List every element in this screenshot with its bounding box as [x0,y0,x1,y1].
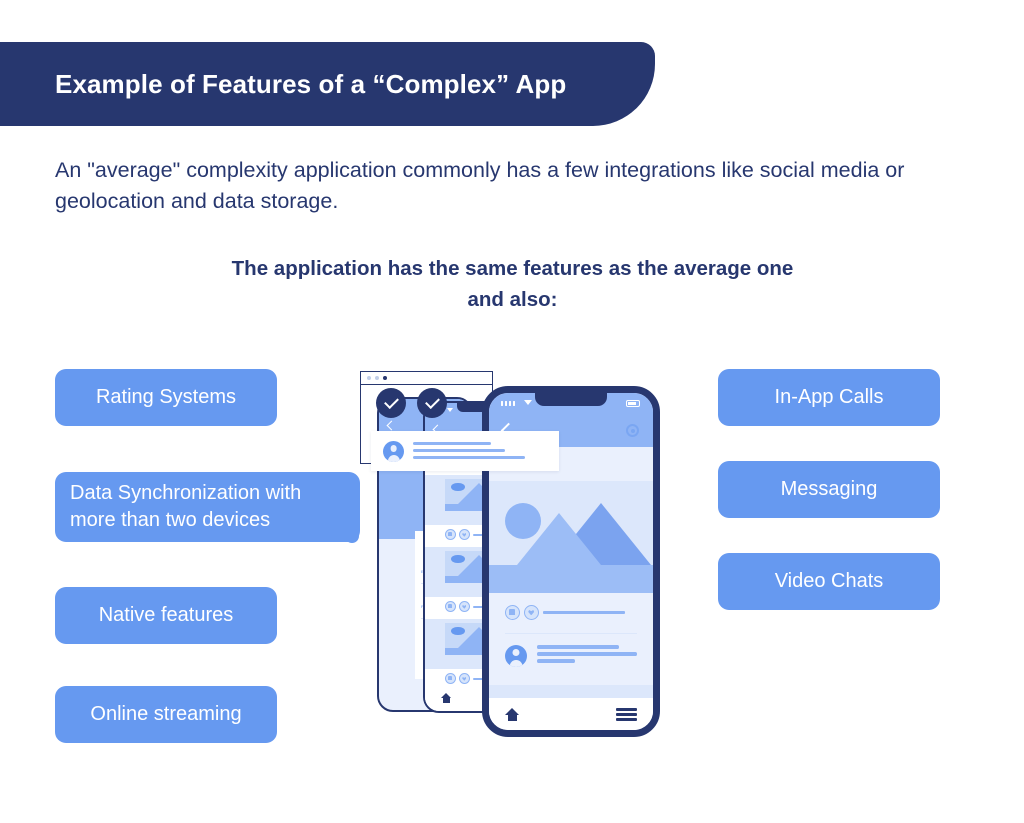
wifi-icon [524,400,532,405]
decorative-side-tab [345,478,359,543]
signal-icon [501,401,516,406]
window-dot-icon [375,376,379,380]
feature-pill-label: Online streaming [90,703,242,725]
post-text-lines [537,645,637,667]
wifi-icon [447,407,453,412]
feature-pill-online-streaming[interactable]: Online streaming [55,686,277,743]
check-icon [383,394,399,410]
phone-notch [457,403,501,412]
heart-icon[interactable] [524,605,539,620]
subtitle-line-2: and also: [467,288,558,311]
ground-shape [445,503,497,511]
subtitle-line-1: The application has the same features as… [231,257,794,280]
feature-pill-native-features[interactable]: Native features [55,587,277,644]
checkmark-badge [417,388,447,418]
window-dot-icon [367,376,371,380]
feature-pill-rating-systems[interactable]: Rating Systems [55,369,277,426]
feature-pill-messaging[interactable]: Messaging [718,461,940,518]
feature-pill-label: In-App Calls [774,386,884,408]
header-banner: Example of Features of a “Complex” App [0,42,655,126]
phone-mockup-illustration: EMAIL PASSWORD [345,365,675,745]
home-icon[interactable] [505,707,520,721]
heart-icon[interactable] [459,529,470,540]
heart-icon[interactable] [459,601,470,612]
back-chevron-icon[interactable] [386,420,397,431]
thumbs-up-icon[interactable] [445,529,456,540]
phone-notch [535,393,607,406]
feature-pill-label: Video Chats [774,570,884,592]
hero-image-placeholder [489,481,653,593]
feature-pill-label: Native features [98,604,234,626]
reaction-row[interactable] [505,605,625,620]
thumbs-up-icon[interactable] [445,673,456,684]
feature-pill-data-synchronization[interactable]: Data Synchronization with more than two … [55,472,360,542]
battery-icon [626,400,640,407]
feature-pill-in-app-calls[interactable]: In-App Calls [718,369,940,426]
profile-text-lines [413,442,525,462]
thumbs-up-icon[interactable] [445,601,456,612]
front-phone-status-bar [489,393,653,415]
ground-shape [489,565,653,593]
front-phone-tab-bar [489,698,653,730]
avatar [383,441,404,462]
settings-gear-icon[interactable] [626,424,639,437]
browser-title-bar [361,372,492,385]
menu-hamburger-icon[interactable] [616,707,637,721]
intro-paragraph: An "average" complexity application comm… [55,158,905,213]
subtitle-block: The application has the same features as… [55,253,970,315]
front-phone-social-screen [482,386,660,737]
heart-icon[interactable] [459,673,470,684]
checkmark-badge [376,388,406,418]
feature-pill-label: Rating Systems [95,386,237,408]
ground-shape [445,647,497,655]
home-icon[interactable] [441,693,452,703]
feature-pill-label: Data Synchronization with more than two … [70,482,302,531]
reaction-text-line [543,611,625,614]
divider [505,633,637,634]
feature-pill-video-chats[interactable]: Video Chats [718,553,940,610]
thumbs-up-icon[interactable] [505,605,520,620]
check-icon [424,394,440,410]
mountain-shape-front [517,513,601,565]
page-title: Example of Features of a “Complex” App [55,68,567,99]
floating-profile-card[interactable] [371,431,559,471]
window-dot-icon [383,376,387,380]
ground-shape [445,575,497,583]
feature-pill-label: Messaging [780,478,878,500]
avatar [505,645,527,667]
